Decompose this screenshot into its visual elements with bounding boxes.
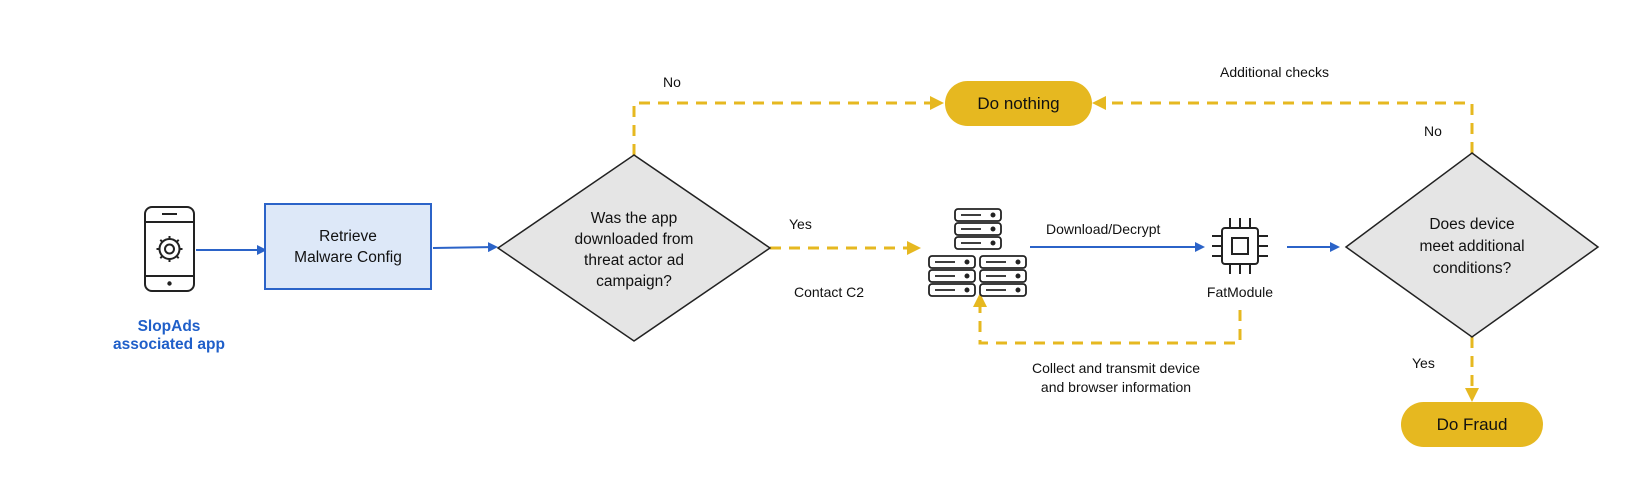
arrow-retrieve-to-decision <box>432 242 498 253</box>
decision-conditions-line1: Does device <box>1429 216 1514 233</box>
retrieve-config-line1: Retrieve <box>319 228 377 245</box>
decision-conditions-line2: meet additional <box>1419 238 1524 255</box>
edge-label-additional-checks: Additional checks <box>1220 64 1329 80</box>
edge-label-collect-line1: Collect and transmit device <box>1032 360 1200 376</box>
decision-campaign-line3: threat actor ad <box>584 252 684 269</box>
decision-conditions-line3: conditions? <box>1433 260 1512 277</box>
server-stack-icon <box>928 255 976 297</box>
edge-label-download-decrypt: Download/Decrypt <box>1046 221 1160 237</box>
retrieve-config-line2: Malware Config <box>294 249 402 266</box>
edge-label-no-right: No <box>1424 123 1442 139</box>
fatmodule-label: FatModule <box>1207 284 1273 300</box>
decision-campaign: Was the app downloaded from threat actor… <box>496 154 772 342</box>
app-label-line2: associated app <box>113 336 225 353</box>
decision-conditions: Does device meet additional conditions? <box>1344 152 1600 338</box>
do-fraud-label: Do Fraud <box>1437 415 1508 434</box>
server-stack-icon <box>979 255 1027 297</box>
do-nothing-label: Do nothing <box>977 94 1059 113</box>
edge-label-yes-campaign: Yes <box>789 216 812 232</box>
edge-label-contact-c2: Contact C2 <box>794 284 864 300</box>
edge-label-collect-line2: and browser information <box>1041 379 1191 395</box>
do-fraud-pill: Do Fraud <box>1401 402 1543 447</box>
decision-campaign-line1: Was the app <box>591 210 677 227</box>
decision-campaign-line4: campaign? <box>596 273 672 290</box>
smartphone-gear-icon <box>144 206 195 292</box>
decision-campaign-line2: downloaded from <box>575 231 694 248</box>
server-stack-icon <box>954 208 1002 250</box>
app-label-line1: SlopAds <box>138 318 201 335</box>
arrow-no-additional-checks <box>1092 96 1474 153</box>
cpu-chip-icon <box>1212 218 1268 274</box>
retrieve-config-box: Retrieve Malware Config <box>264 203 432 290</box>
edge-label-no-left: No <box>663 74 681 90</box>
do-nothing-pill: Do nothing <box>945 81 1092 126</box>
edge-label-yes-fraud: Yes <box>1412 355 1435 371</box>
arrow-collect-transmit <box>973 293 1242 345</box>
arrow-no-to-do-nothing <box>632 96 944 155</box>
